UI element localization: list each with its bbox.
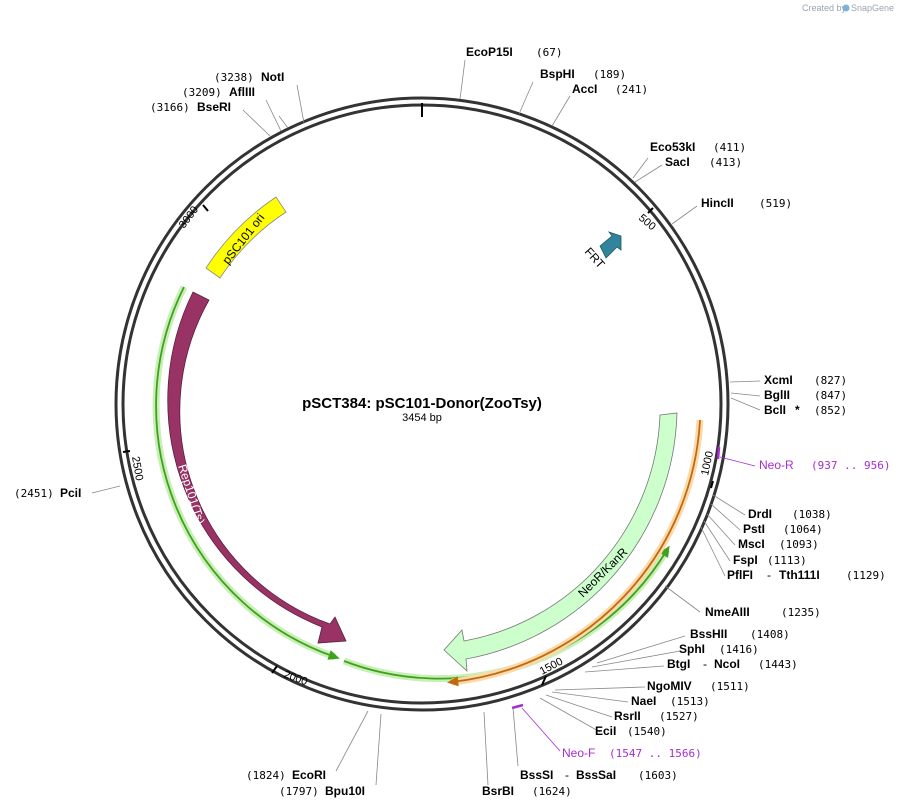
site-ecii[interactable]: EciI bbox=[595, 724, 616, 738]
site-btgi[interactable]: BtgI bbox=[667, 657, 690, 671]
tick-marks bbox=[122, 204, 714, 686]
neo-r-primer-name[interactable]: Neo-R bbox=[759, 458, 794, 472]
site-bsssi-dash: - bbox=[565, 768, 569, 782]
site-bcli-star: * bbox=[795, 403, 800, 417]
site-psti-pos: (1064) bbox=[783, 523, 823, 536]
site-hincii[interactable]: HincII bbox=[701, 196, 734, 210]
site-nmeaiii[interactable]: NmeAIII bbox=[705, 605, 750, 619]
site-ngomiv[interactable]: NgoMIV bbox=[647, 679, 692, 693]
site-sphi[interactable]: SphI bbox=[679, 642, 705, 656]
site-naei[interactable]: NaeI bbox=[631, 694, 656, 708]
site-drdi-pos: (1038) bbox=[792, 508, 832, 521]
neo-f-primer-range: (1547 .. 1566) bbox=[609, 747, 702, 760]
plasmid-title: pSCT384: pSC101-Donor(ZooTsy) bbox=[302, 395, 542, 412]
site-acci[interactable]: AccI bbox=[572, 82, 597, 96]
tick-2000: 2000 bbox=[282, 669, 309, 689]
site-ngomiv-pos: (1511) bbox=[710, 680, 750, 693]
site-xcmi-pos: (827) bbox=[814, 374, 847, 387]
neo-f-primer-name[interactable]: Neo-F bbox=[562, 746, 595, 760]
site-bsphi-pos: (189) bbox=[593, 68, 626, 81]
site-msci-pos: (1093) bbox=[779, 538, 819, 551]
site-drdi[interactable]: DrdI bbox=[748, 507, 772, 521]
site-bsshii-pos: (1408) bbox=[750, 628, 790, 641]
site-psti[interactable]: PstI bbox=[743, 522, 765, 536]
neor-label: NeoR/KanR bbox=[575, 545, 630, 600]
site-nmeaiii-pos: (1235) bbox=[781, 606, 821, 619]
site-aflii[interactable]: AflIII bbox=[229, 85, 255, 99]
rep101-feature[interactable] bbox=[167, 291, 347, 644]
backbone-outer-ring bbox=[114, 96, 730, 712]
site-bsphi[interactable]: BspHI bbox=[540, 67, 575, 81]
site-bsrbi-pos: (1624) bbox=[532, 785, 572, 798]
site-ncoi[interactable]: NcoI bbox=[714, 657, 740, 671]
site-xcmi[interactable]: XcmI bbox=[764, 373, 793, 387]
site-fspi-pos: (1113) bbox=[767, 554, 807, 567]
site-ecop15i[interactable]: EcoP15I bbox=[466, 45, 513, 59]
orange-orf-arrow bbox=[446, 419, 701, 687]
site-bglii[interactable]: BglII bbox=[764, 388, 790, 402]
site-aflii-pos: (3209) bbox=[182, 86, 222, 99]
site-bpu10i-pos: (1797) bbox=[279, 785, 319, 798]
site-bsssai[interactable]: BssSaI bbox=[576, 768, 616, 782]
site-btgi-dash: - bbox=[703, 657, 707, 671]
neo-f-primer-mark bbox=[511, 703, 524, 710]
site-acci-pos: (241) bbox=[615, 83, 648, 96]
site-bcli[interactable]: BclI bbox=[764, 403, 786, 417]
neo-r-primer-mark bbox=[716, 446, 721, 460]
site-saci-pos: (413) bbox=[709, 156, 742, 169]
site-tth111i[interactable]: Tth111I bbox=[779, 568, 820, 582]
site-leaders bbox=[91, 59, 761, 786]
credit-brand: SnapGene bbox=[851, 3, 894, 13]
site-pflfi-pos: (1129) bbox=[846, 569, 886, 582]
site-eco53ki[interactable]: Eco53kI bbox=[650, 140, 695, 154]
site-ecori-pos: (1824) bbox=[246, 769, 286, 782]
site-pcii-pos: (2451) bbox=[14, 487, 54, 500]
site-pflfi-dash: - bbox=[767, 568, 771, 582]
tick-2500: 2500 bbox=[129, 455, 145, 481]
site-fspi[interactable]: FspI bbox=[733, 553, 758, 567]
site-hincii-pos: (519) bbox=[759, 197, 792, 210]
frt-feature[interactable] bbox=[599, 231, 622, 259]
site-bpu10i[interactable]: Bpu10I bbox=[325, 784, 365, 798]
site-bseri[interactable]: BseRI bbox=[197, 100, 231, 114]
site-bsssi[interactable]: BssSI bbox=[520, 768, 553, 782]
site-btgi-pos: (1443) bbox=[758, 658, 798, 671]
neor-feature[interactable] bbox=[443, 412, 678, 672]
psc101-ori-label: pSC101 ori bbox=[219, 211, 267, 267]
psc101-ori-feature[interactable] bbox=[205, 196, 287, 279]
site-rsrii[interactable]: RsrII bbox=[614, 709, 641, 723]
site-pflfi[interactable]: PflFI bbox=[727, 568, 753, 582]
site-bcli-pos: (852) bbox=[814, 404, 847, 417]
site-bsssi-pos: (1603) bbox=[638, 769, 678, 782]
site-noti-pos: (3238) bbox=[214, 71, 254, 84]
site-ecori[interactable]: EcoRI bbox=[292, 768, 326, 782]
site-noti[interactable]: NotI bbox=[261, 70, 284, 84]
site-bglii-pos: (847) bbox=[814, 389, 847, 402]
site-bseri-pos: (3166) bbox=[150, 101, 190, 114]
plasmid-size: 3454 bp bbox=[402, 412, 442, 424]
site-saci[interactable]: SacI bbox=[665, 155, 690, 169]
tick-1000: 1000 bbox=[699, 450, 716, 476]
neo-f-leader bbox=[521, 707, 561, 752]
site-eco53ki-pos: (411) bbox=[713, 141, 746, 154]
site-rsrii-pos: (1527) bbox=[659, 710, 699, 723]
site-bsrbi[interactable]: BsrBI bbox=[482, 784, 514, 798]
site-ecii-pos: (1540) bbox=[627, 725, 667, 738]
site-sphi-pos: (1416) bbox=[719, 643, 759, 656]
snapgene-logo-icon bbox=[842, 4, 850, 12]
site-ecop15i-pos: (67) bbox=[536, 46, 563, 59]
site-pcii[interactable]: PciI bbox=[60, 486, 81, 500]
site-bsshii[interactable]: BssHII bbox=[690, 627, 727, 641]
neo-r-primer-range: (937 .. 956) bbox=[811, 459, 890, 472]
site-naei-pos: (1513) bbox=[670, 695, 710, 708]
neo-r-leader bbox=[719, 456, 756, 467]
site-msci[interactable]: MscI bbox=[738, 537, 765, 551]
rep101-orf-arrow bbox=[155, 286, 340, 660]
credit-text: Created by bbox=[802, 3, 847, 13]
